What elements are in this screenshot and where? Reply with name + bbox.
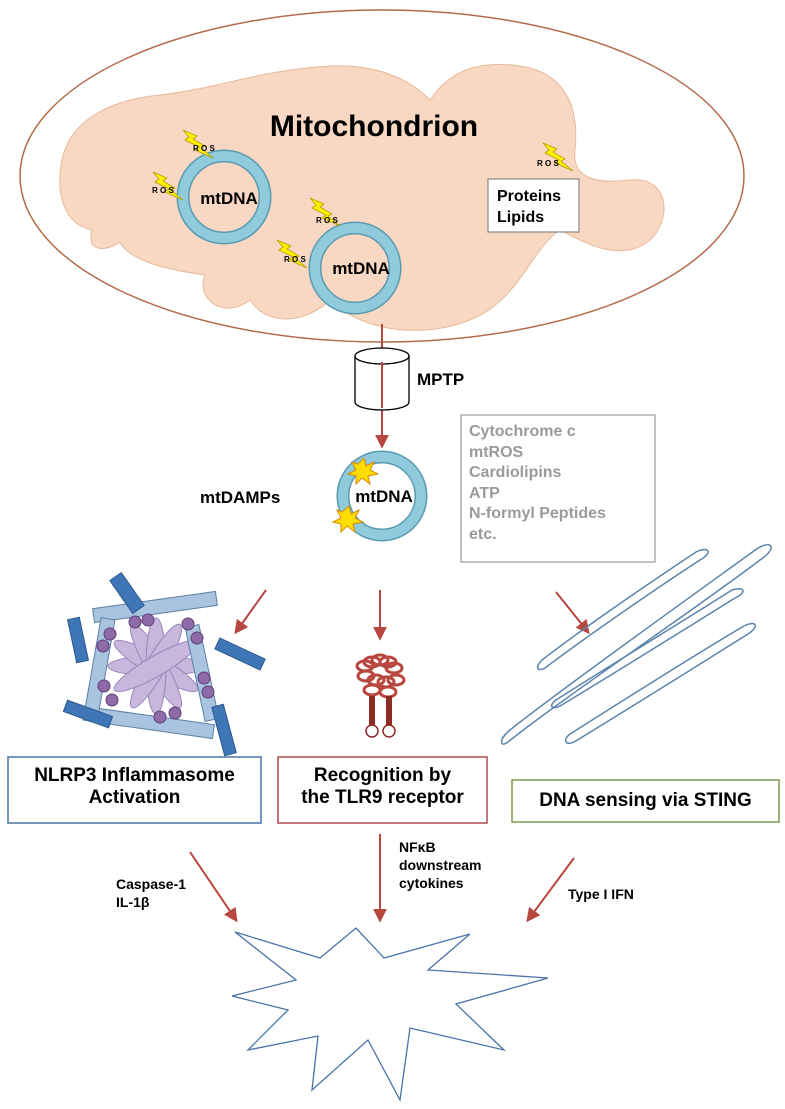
sting-box (511, 779, 780, 823)
lipids-label: Lipids (497, 209, 544, 226)
mptp-label: MPTP (417, 370, 464, 389)
mtdamps-label: mtDAMPs (200, 488, 280, 507)
svg-text:R O S: R O S (284, 255, 306, 264)
downstream-label: downstream (399, 857, 481, 873)
tlr9-label: Recognition by the TLR9 receptor (301, 765, 464, 808)
ros-bolt-icon: R O S (182, 129, 215, 159)
type-i-ifn-label: Type I IFN (568, 886, 634, 902)
svg-text:R O S: R O S (537, 159, 559, 168)
nlrp3-label: NLRP3 Inflammasome Activation (34, 765, 235, 808)
caspase-label: Caspase-1 (116, 876, 186, 892)
inflammasome-icon (62, 571, 266, 757)
svg-text:R O S: R O S (316, 216, 338, 225)
svg-text:R O S: R O S (193, 144, 215, 153)
damp-item-mtros: mtROS (469, 443, 524, 461)
mtdamp-mtdna-label: mtDNA (355, 487, 413, 506)
arrow-to-sting (555, 591, 590, 635)
nlrp3-box (7, 756, 262, 824)
ros-bolt-icon: R O S (309, 197, 341, 227)
damp-list-box (460, 414, 656, 563)
ros-bolt-icon: R O S (537, 142, 574, 172)
svg-text:R O S: R O S (152, 186, 174, 195)
damp-item-cardiolipins: Cardiolipins (469, 464, 562, 481)
tlr9-receptor-icon (355, 653, 406, 738)
proteins-label: Proteins (497, 188, 561, 205)
ros-bolt-icon: R O S (152, 171, 184, 201)
sting-label: DNA sensing via STING (539, 790, 752, 811)
mitochondrion-matrix (59, 63, 665, 331)
il1b-label: IL-1β (116, 894, 150, 910)
tlr9-box (277, 756, 488, 824)
damp-item-cytochrome-c: Cytochrome c (469, 423, 576, 440)
damage-burst-icon (331, 457, 380, 534)
cytokines-label: cytokines (399, 875, 464, 891)
mtdna-label-2: mtDNA (332, 259, 390, 278)
ros-bolt-icon: R O S (276, 239, 308, 269)
sting-er-icon (500, 544, 772, 745)
arrow-caspase (189, 851, 238, 923)
arrow-to-nlrp3 (234, 589, 267, 635)
mitochondrion-title: Mitochondrion (270, 110, 478, 143)
damp-item-atp: ATP (469, 484, 500, 502)
damp-item-n-formyl-peptides: N-formyl Peptides (469, 505, 606, 522)
nfkb-label: NFκB (399, 839, 436, 855)
inflammation-burst-icon (231, 927, 549, 1103)
proteins-lipids-box (487, 178, 580, 233)
arrow-ifn (526, 857, 575, 923)
mtdna-label-1: mtDNA (200, 189, 258, 208)
damp-item-etc: etc. (469, 525, 497, 543)
damp-list: Cytochrome c mtROS Cardiolipins ATP N-fo… (469, 422, 649, 545)
